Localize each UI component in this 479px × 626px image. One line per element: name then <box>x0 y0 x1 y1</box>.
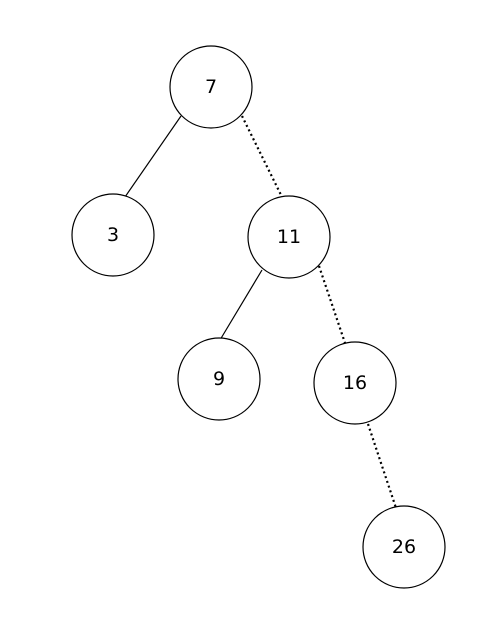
node-circle <box>177 337 261 421</box>
node-circle <box>169 45 253 129</box>
node-label: 9 <box>213 368 225 390</box>
node-circle <box>313 341 397 425</box>
edge-11-16 <box>317 265 347 344</box>
node-circle <box>362 505 446 589</box>
edges <box>124 115 398 509</box>
tree-node-26: 26 <box>362 505 446 589</box>
tree-node-3: 3 <box>71 193 155 277</box>
node-circle <box>247 195 331 279</box>
tree-node-11: 11 <box>247 195 331 279</box>
tree-node-16: 16 <box>313 341 397 425</box>
node-label: 7 <box>205 76 217 98</box>
node-label: 16 <box>343 372 367 394</box>
node-label: 3 <box>107 224 119 246</box>
tree-node-7: 7 <box>169 45 253 129</box>
node-label: 11 <box>277 226 301 248</box>
node-circle <box>71 193 155 277</box>
edge-16-26 <box>366 423 398 509</box>
edge-11-9 <box>219 269 263 341</box>
node-label: 26 <box>392 536 416 558</box>
edge-7-11 <box>241 115 283 198</box>
edge-7-3 <box>124 115 182 198</box>
tree-node-9: 9 <box>177 337 261 421</box>
